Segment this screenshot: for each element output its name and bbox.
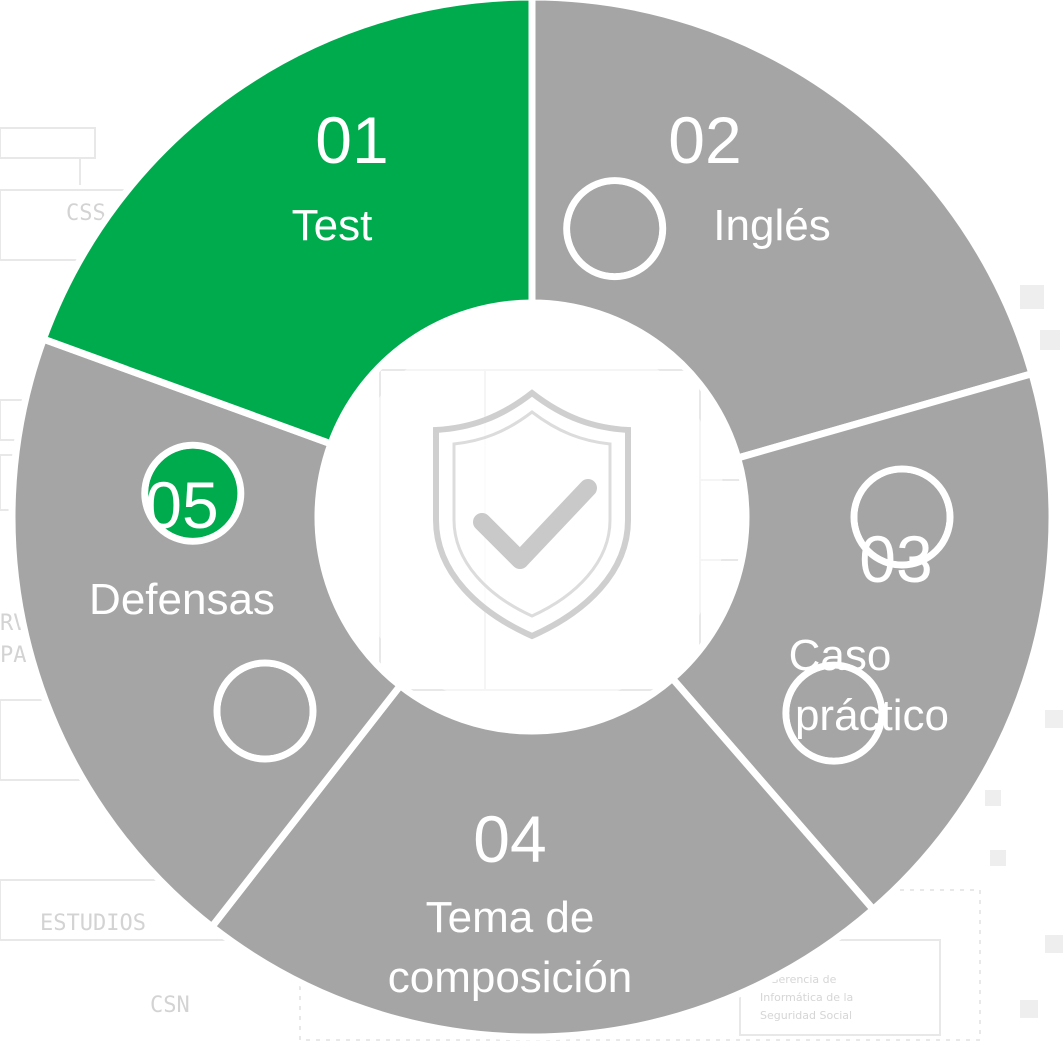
segment-label-04: Tema de bbox=[426, 893, 595, 942]
puzzle-segment-01 bbox=[528, 0, 1037, 463]
segment-number-02: 02 bbox=[668, 103, 741, 177]
shield-check-icon bbox=[433, 389, 631, 640]
bg-text-estudios: ESTUDIOS bbox=[40, 911, 146, 936]
segment-number-03: 03 bbox=[859, 522, 932, 596]
bg-text-line3: Seguridad Social bbox=[760, 1009, 852, 1022]
puzzle-knob-fill bbox=[857, 472, 947, 562]
puzzle-segment-04 bbox=[8, 334, 406, 932]
segment-label-04: composición bbox=[388, 953, 633, 1002]
segment-label-03: práctico bbox=[795, 691, 949, 740]
puzzle-knob-fill bbox=[220, 666, 310, 756]
puzzle-knob-fill bbox=[148, 448, 238, 538]
segment-number-04: 04 bbox=[473, 802, 546, 876]
bg-text-line2: Informática de la bbox=[760, 991, 853, 1004]
segment-number-01: 01 bbox=[315, 103, 388, 177]
puzzle-segment-05 bbox=[38, 0, 536, 449]
segment-label-05: Defensas bbox=[89, 575, 275, 624]
puzzle-segments bbox=[8, 0, 1056, 1041]
segment-label-01: Test bbox=[292, 201, 373, 250]
segment-label-03: Caso bbox=[789, 631, 892, 680]
puzzle-segment-03 bbox=[206, 673, 879, 1041]
bg-text-csn: CSN bbox=[150, 993, 190, 1018]
bg-text-css: CSS bbox=[66, 201, 106, 226]
segment-label-02: Inglés bbox=[713, 201, 830, 250]
bg-text-line1: Gerencia de bbox=[770, 973, 837, 986]
bg-text-pa: PA bbox=[0, 643, 27, 668]
puzzle-knob-fill bbox=[789, 668, 879, 758]
segment-number-05: 05 bbox=[145, 468, 218, 542]
puzzle-segment-02 bbox=[667, 369, 1056, 915]
puzzle-knob-fill bbox=[570, 184, 660, 274]
